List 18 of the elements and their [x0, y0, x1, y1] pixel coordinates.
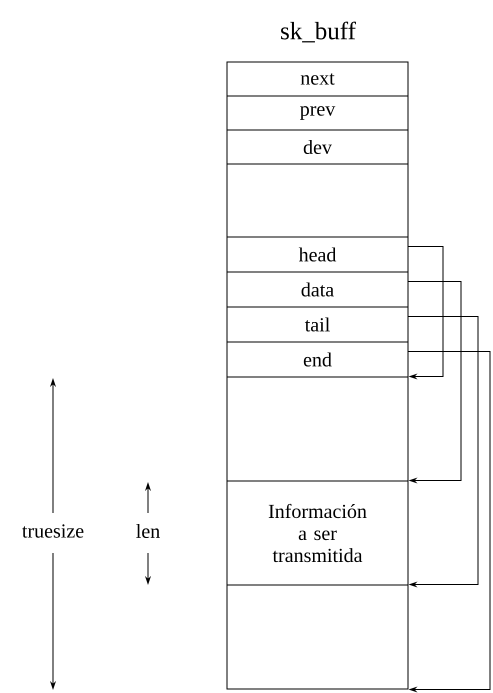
connector-arrow	[408, 351, 490, 693]
connector-arrow	[408, 281, 462, 484]
empty-box	[226, 584, 408, 690]
field-box: head	[226, 236, 408, 272]
field-box: dev	[226, 130, 408, 164]
field-box: tail	[226, 306, 408, 342]
field-box: next	[226, 62, 408, 96]
field-box: data	[226, 272, 408, 308]
dimension-label: len	[136, 524, 160, 538]
field-box: end	[226, 342, 408, 378]
field-box: Información a ser transmitida	[226, 480, 408, 586]
connector-arrow	[408, 246, 444, 380]
dimension-label: truesize	[22, 524, 84, 538]
title: sk_buff	[281, 22, 356, 42]
connector-arrow	[408, 316, 478, 588]
empty-box	[226, 164, 408, 238]
empty-box	[226, 376, 408, 482]
field-box: prev	[226, 96, 408, 130]
